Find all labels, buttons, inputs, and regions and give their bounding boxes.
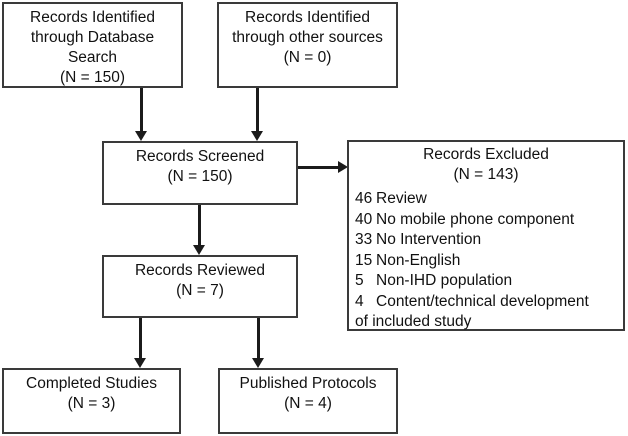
exclusion-reason-count: 46 [355,190,373,207]
node-db-search-line2: through Database [30,29,155,46]
arrowhead-db-search-to-screened [135,131,147,141]
exclusion-reason-count: 4 [355,292,364,310]
node-records-screened: Records Screened (N = 150) [102,141,298,205]
exclusion-reason-count: 15 [355,251,373,269]
node-reviewed-count: (N = 7) [176,282,224,299]
exclusion-reason-count: 33 [355,231,373,248]
node-excluded-count: (N = 143) [453,166,519,183]
connector-reviewed-to-completed [139,318,142,360]
node-db-search-line1: Records Identified [30,9,155,26]
connector-db-search-to-screened [140,88,143,133]
node-records-reviewed: Records Reviewed (N = 7) [102,255,298,318]
exclusion-reason-item: 5 Non-IHD population [355,271,623,292]
node-other-sources-line1: Records Identified [245,9,370,26]
connector-reviewed-to-protocols [257,318,260,360]
node-other-sources-count: (N = 0) [283,49,332,66]
arrowhead-reviewed-to-completed [134,358,146,368]
exclusion-reason-count: 40 [355,210,373,228]
connector-screened-to-excluded [298,166,340,169]
node-protocols-label: Published Protocols [239,375,377,392]
connector-other-sources-to-screened [256,88,259,133]
exclusion-reason-text: Review [376,190,427,207]
arrowhead-screened-to-reviewed [193,245,205,255]
arrowhead-other-sources-to-screened [251,131,263,141]
node-protocols-count: (N = 4) [284,395,332,412]
node-records-identified-database-search: Records Identified through Database Sear… [2,2,183,88]
node-db-search-count: (N = 150) [59,69,126,86]
node-screened-count: (N = 150) [167,168,233,185]
exclusion-reason-text: No mobile phone component [376,210,575,228]
node-records-identified-other-sources: Records Identified through other sources… [217,2,398,88]
node-completed-count: (N = 3) [67,395,116,412]
exclusion-reason-count: 5 [355,272,364,289]
exclusion-reason-text: Non-English [376,251,461,269]
connector-screened-to-reviewed [198,205,201,247]
exclusion-reason-text: Content/technical development [376,292,589,310]
node-reviewed-label: Records Reviewed [134,262,266,279]
exclusion-reason-item: 4 Content/technical development [355,292,623,313]
arrowhead-reviewed-to-protocols [252,358,264,368]
node-other-sources-line2: through other sources [232,29,383,46]
exclusion-reason-text: Non-IHD population [376,272,513,289]
arrowhead-screened-to-excluded [338,161,348,173]
node-excluded-label: Records Excluded [423,146,549,163]
node-published-protocols: Published Protocols (N = 4) [218,368,398,434]
node-completed-studies: Completed Studies (N = 3) [2,368,181,434]
node-screened-label: Records Screened [135,148,265,165]
node-db-search-line3: Search [67,49,118,66]
node-completed-label: Completed Studies [26,375,157,392]
exclusion-reason-text: No Intervention [376,231,482,248]
node-excluded-continuation: of included study [355,313,472,330]
